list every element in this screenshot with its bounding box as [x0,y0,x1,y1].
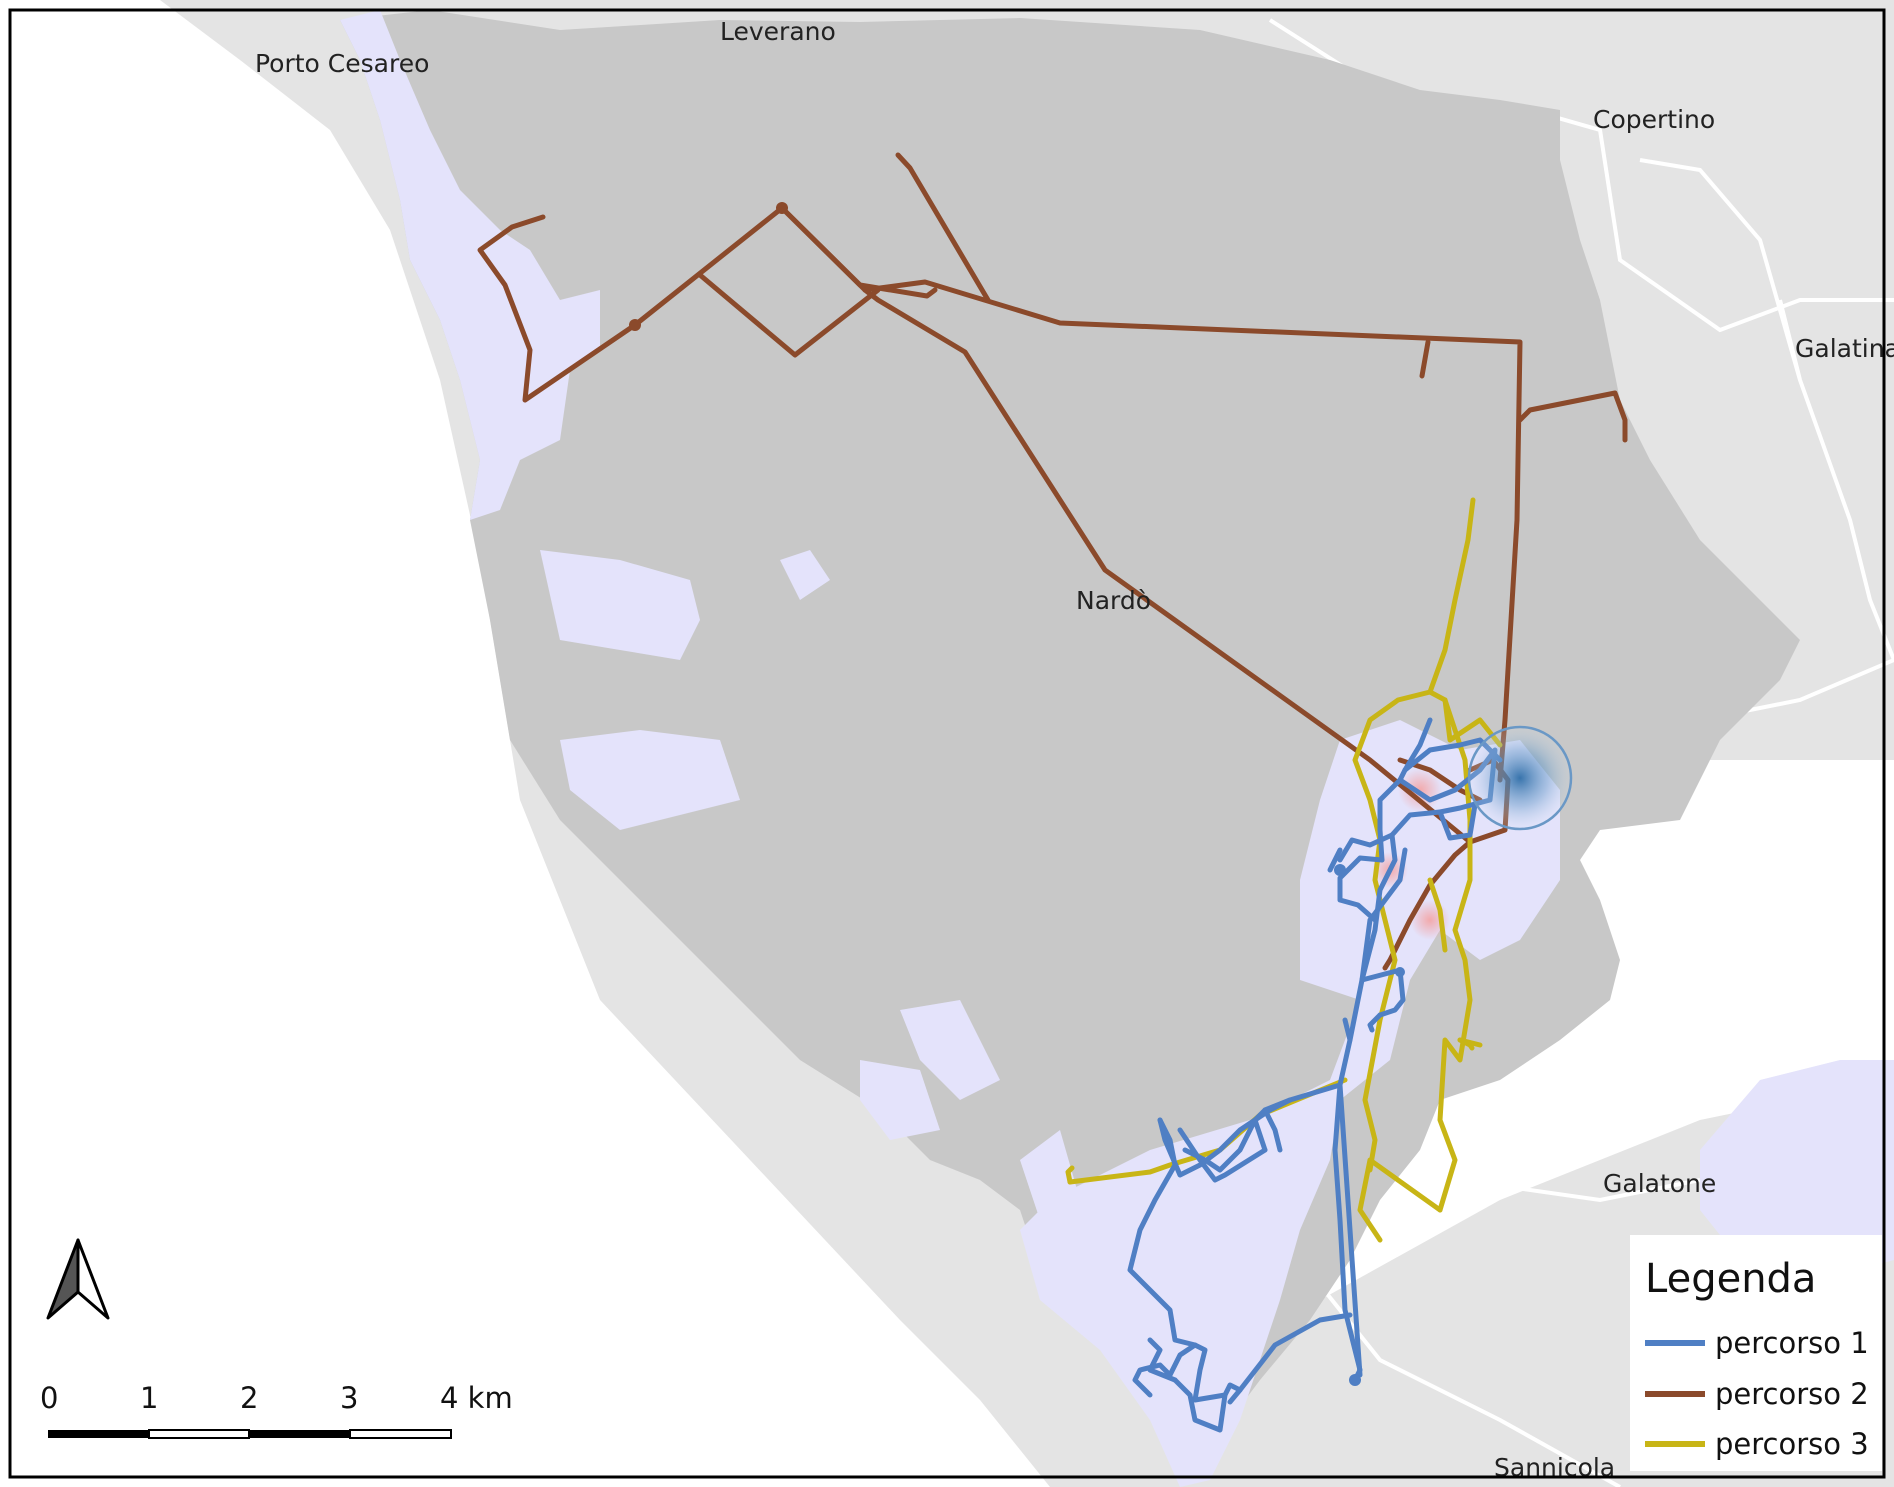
place-label-leverano: Leverano [720,17,836,46]
legend: Legenda percorso 1 percorso 2 percorso 3 [1630,1235,1882,1471]
legend-title: Legenda [1645,1256,1816,1302]
scale-tick-2: 2 [240,1381,258,1415]
place-label-nardo: Nardò [1076,586,1151,615]
map-frame [8,8,1886,1479]
legend-item-percorso-2: percorso 2 [1715,1377,1869,1411]
scale-tick-0: 0 [40,1381,58,1415]
route-percorso-2-vertices [629,202,788,331]
place-label-galatina: Galatina [1795,334,1894,363]
legend-item-percorso-1: percorso 1 [1715,1326,1869,1360]
municipality-nardo [340,10,1800,1420]
scale-bar: 0 1 2 3 4 km [40,1381,513,1439]
place-label-copertino: Copertino [1593,105,1715,134]
route-percorso-1 [1127,717,1503,1433]
place-label-galatone: Galatone [1603,1169,1716,1198]
scale-tick-1: 1 [140,1381,158,1415]
route-percorso-1-vertices [1334,864,1405,1386]
north-arrow-icon [46,1238,110,1320]
scale-tick-3: 3 [340,1381,358,1415]
location-marker-icon[interactable] [1467,725,1573,831]
scale-tick-4: 4 km [440,1381,513,1415]
place-label-porto-cesareo: Porto Cesareo [255,49,429,78]
legend-item-percorso-3: percorso 3 [1715,1427,1869,1461]
